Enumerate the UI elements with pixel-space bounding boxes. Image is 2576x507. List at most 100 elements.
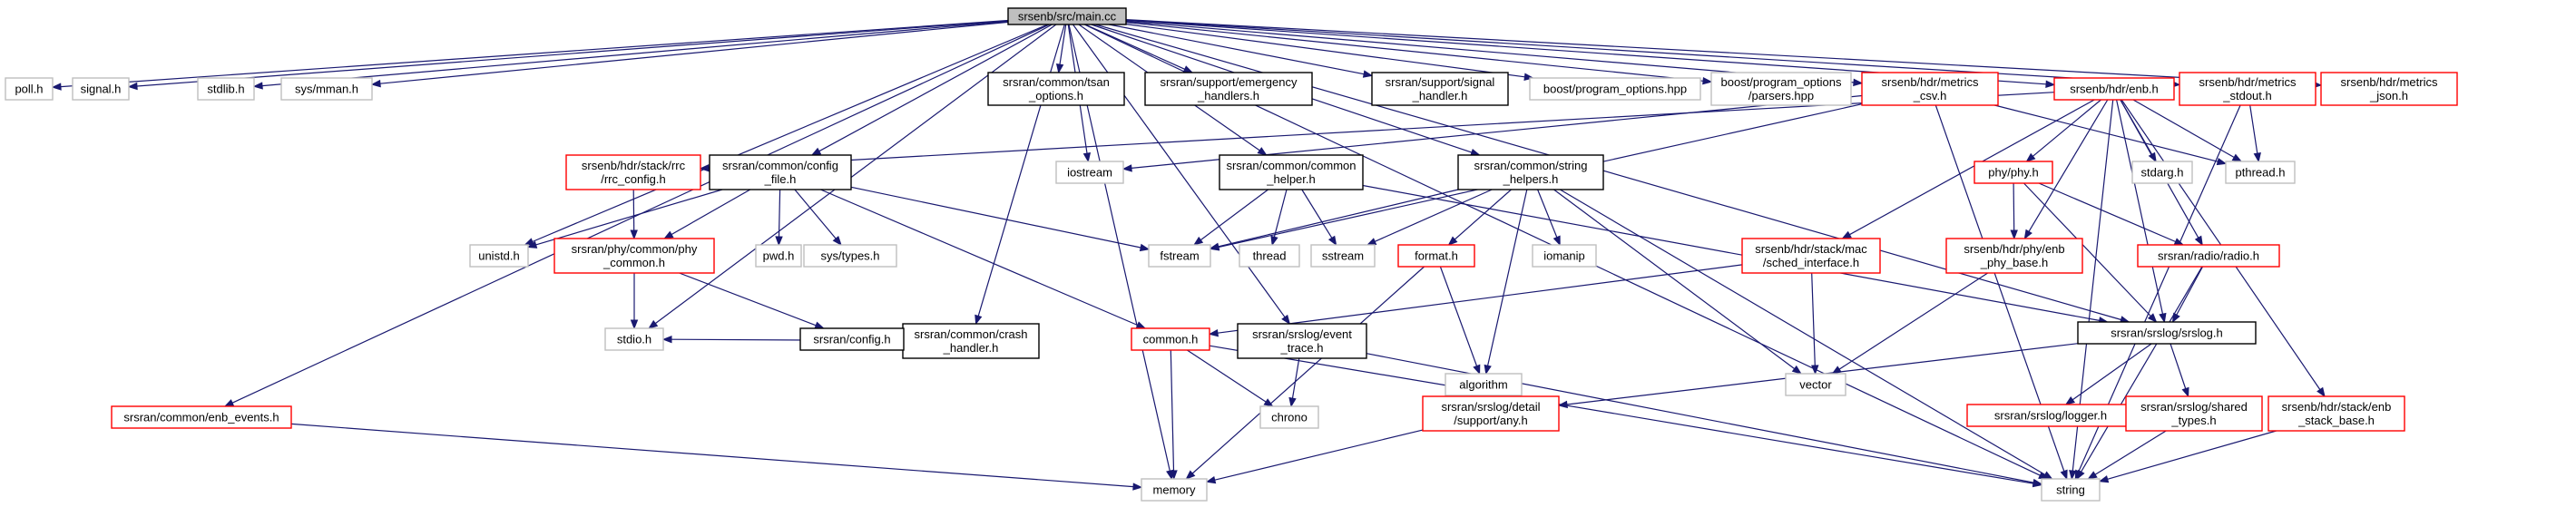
node-thread: thread — [1239, 244, 1300, 268]
node-commonh[interactable]: common.h — [1131, 327, 1210, 351]
node-radio[interactable]: srsran/radio/radio.h — [2137, 244, 2280, 268]
node-commonhelper[interactable]: srsran/common/common_helper.h — [1219, 154, 1364, 190]
node-iostream: iostream — [1055, 161, 1124, 184]
node-box-stdio — [604, 327, 664, 351]
node-label-enb-0: srsenb/hdr/enb.h — [2070, 83, 2159, 96]
node-box-commonhelper — [1219, 154, 1364, 190]
edge-main-to-sighandler — [1109, 24, 1374, 78]
node-label-logger-0: srsran/srslog/logger.h — [1994, 409, 2107, 423]
node-label-metricsjson-0: srsenb/hdr/metrics — [2341, 75, 2438, 89]
edge-main-to-tsan — [1055, 24, 1067, 74]
node-label-phy-0: phy/phy.h — [1988, 166, 2038, 180]
node-label-main-0: srsenb/src/main.cc — [1018, 10, 1117, 24]
node-crash[interactable]: srsran/common/crash_handler.h — [902, 323, 1040, 359]
node-enbevents[interactable]: srsran/common/enb_events.h — [111, 405, 292, 429]
node-emerg[interactable]: srsran/support/emergency_handlers.h — [1144, 72, 1313, 106]
node-label-metricscsv-1: _csv.h — [1913, 89, 1947, 102]
edge-stringhelpers-to-vector — [1553, 189, 1803, 375]
node-box-logger — [1966, 404, 2135, 427]
node-srslog[interactable]: srsran/srslog/srslog.h — [2077, 321, 2257, 345]
node-mman: sys/mman.h — [280, 77, 373, 101]
node-tsan[interactable]: srsran/common/tsan_options.h — [987, 72, 1125, 106]
node-box-config — [799, 327, 905, 351]
node-schedif[interactable]: srsenb/hdr/stack/mac/sched_interface.h — [1741, 238, 1881, 274]
node-enb[interactable]: srsenb/hdr/enb.h — [2053, 77, 2175, 101]
node-rrcconfig[interactable]: srsenb/hdr/stack/rrc/rrc_config.h — [565, 154, 701, 190]
node-formath[interactable]: format.h — [1397, 244, 1475, 268]
node-box-phy — [1974, 161, 2053, 184]
node-label-schedif-1: /sched_interface.h — [1763, 256, 1859, 269]
edge-enbphybase-to-vector — [1831, 272, 1989, 375]
node-box-tsan — [987, 72, 1125, 106]
node-box-signal — [72, 77, 130, 101]
node-label-mman-0: sys/mman.h — [295, 83, 358, 96]
node-metricscsv[interactable]: srsenb/hdr/metrics_csv.h — [1861, 72, 1999, 106]
node-logger[interactable]: srsran/srslog/logger.h — [1966, 404, 2135, 427]
node-label-pthread-0: pthread.h — [2236, 166, 2286, 180]
edge-main-to-signal — [127, 20, 1009, 91]
edge-stringhelpers-to-formath — [1447, 189, 1512, 246]
node-label-sighandler-0: srsran/support/signal — [1386, 75, 1495, 89]
node-boostparsers: boost/program_options/parsers.hpp — [1710, 72, 1852, 106]
edge-phy-to-srslog — [2023, 182, 2158, 323]
node-metricsstdout[interactable]: srsenb/hdr/metrics_stdout.h — [2179, 72, 2316, 106]
node-enbphybase[interactable]: srsenb/hdr/phy/enb_phy_base.h — [1945, 238, 2083, 274]
node-label-radio-0: srsran/radio/radio.h — [2158, 249, 2259, 263]
edge-commonh-to-chrono — [1186, 349, 1274, 407]
node-label-fstream-0: fstream — [1160, 249, 1199, 263]
node-sighandler[interactable]: srsran/support/signal_handler.h — [1371, 72, 1509, 106]
node-box-chrono — [1259, 405, 1319, 429]
node-label-stringhelpers-1: _helpers.h — [1503, 172, 1559, 186]
node-label-enbphybase-1: _phy_base.h — [1980, 256, 2048, 269]
node-label-commonhelper-1: _helper.h — [1266, 172, 1316, 186]
node-label-iostream-0: iostream — [1067, 166, 1112, 180]
edge-schedif-to-commonh — [1208, 264, 1743, 337]
node-string: string — [2041, 478, 2101, 502]
edge-radio-to-srslog — [2171, 266, 2204, 324]
node-eventtrace[interactable]: srsran/srslog/event_trace.h — [1237, 323, 1367, 359]
node-box-srslog — [2077, 321, 2257, 345]
edge-configfile-to-pwd — [775, 189, 783, 247]
node-sharedtypes[interactable]: srsran/srslog/shared_types.h — [2125, 395, 2263, 432]
node-label-configfile-1: _file.h — [764, 172, 797, 186]
node-label-enbevents-0: srsran/common/enb_events.h — [123, 411, 279, 424]
node-any[interactable]: srsran/srslog/detail/support/any.h — [1422, 395, 1560, 432]
node-label-poll-0: poll.h — [15, 83, 43, 96]
node-phy[interactable]: phy/phy.h — [1974, 161, 2053, 184]
node-label-boostparsers-0: boost/program_options — [1721, 75, 1842, 89]
node-config[interactable]: srsran/config.h — [799, 327, 905, 351]
node-box-fstream — [1148, 244, 1211, 268]
node-box-sstream — [1310, 244, 1376, 268]
node-label-emerg-1: _handlers.h — [1197, 89, 1259, 102]
edge-any-to-memory — [1205, 429, 1424, 484]
node-box-crash — [902, 323, 1040, 359]
node-box-enbphybase — [1945, 238, 2083, 274]
node-phycommon[interactable]: srsran/phy/common/phy_common.h — [553, 238, 715, 274]
node-box-eventtrace — [1237, 323, 1367, 359]
edge-configfile-to-unistd — [526, 189, 723, 249]
edge-formath-to-memory — [1185, 266, 1425, 480]
node-label-metricsstdout-1: _stdout.h — [2222, 89, 2272, 102]
node-configfile[interactable]: srsran/common/config_file.h — [709, 154, 852, 190]
edge-main-to-crash — [975, 24, 1065, 326]
node-label-tsan-1: _options.h — [1028, 89, 1083, 102]
node-box-radio — [2137, 244, 2280, 268]
node-label-enbstackbase-1: _stack_base.h — [2297, 414, 2375, 427]
node-metricsjson[interactable]: srsenb/hdr/metrics_json.h — [2320, 72, 2458, 106]
node-label-metricsjson-1: _json.h — [2369, 89, 2408, 102]
node-enbstackbase[interactable]: srsenb/hdr/stack/enb_stack_base.h — [2267, 395, 2405, 432]
node-pthread: pthread.h — [2225, 161, 2296, 184]
node-box-pthread — [2225, 161, 2296, 184]
node-stdarg: stdarg.h — [2131, 161, 2193, 184]
node-label-rrcconfig-1: /rrc_config.h — [601, 172, 666, 186]
edge-phy-to-enbphybase — [2010, 182, 2018, 240]
node-signal: signal.h — [72, 77, 130, 101]
node-box-main — [1007, 7, 1127, 25]
node-box-stdlib — [197, 77, 255, 101]
node-main[interactable]: srsenb/src/main.cc — [1007, 7, 1127, 25]
node-box-stdarg — [2131, 161, 2193, 184]
node-stringhelpers[interactable]: srsran/common/string_helpers.h — [1457, 154, 1604, 190]
edge-commonhelper-to-fstream — [1192, 189, 1268, 246]
